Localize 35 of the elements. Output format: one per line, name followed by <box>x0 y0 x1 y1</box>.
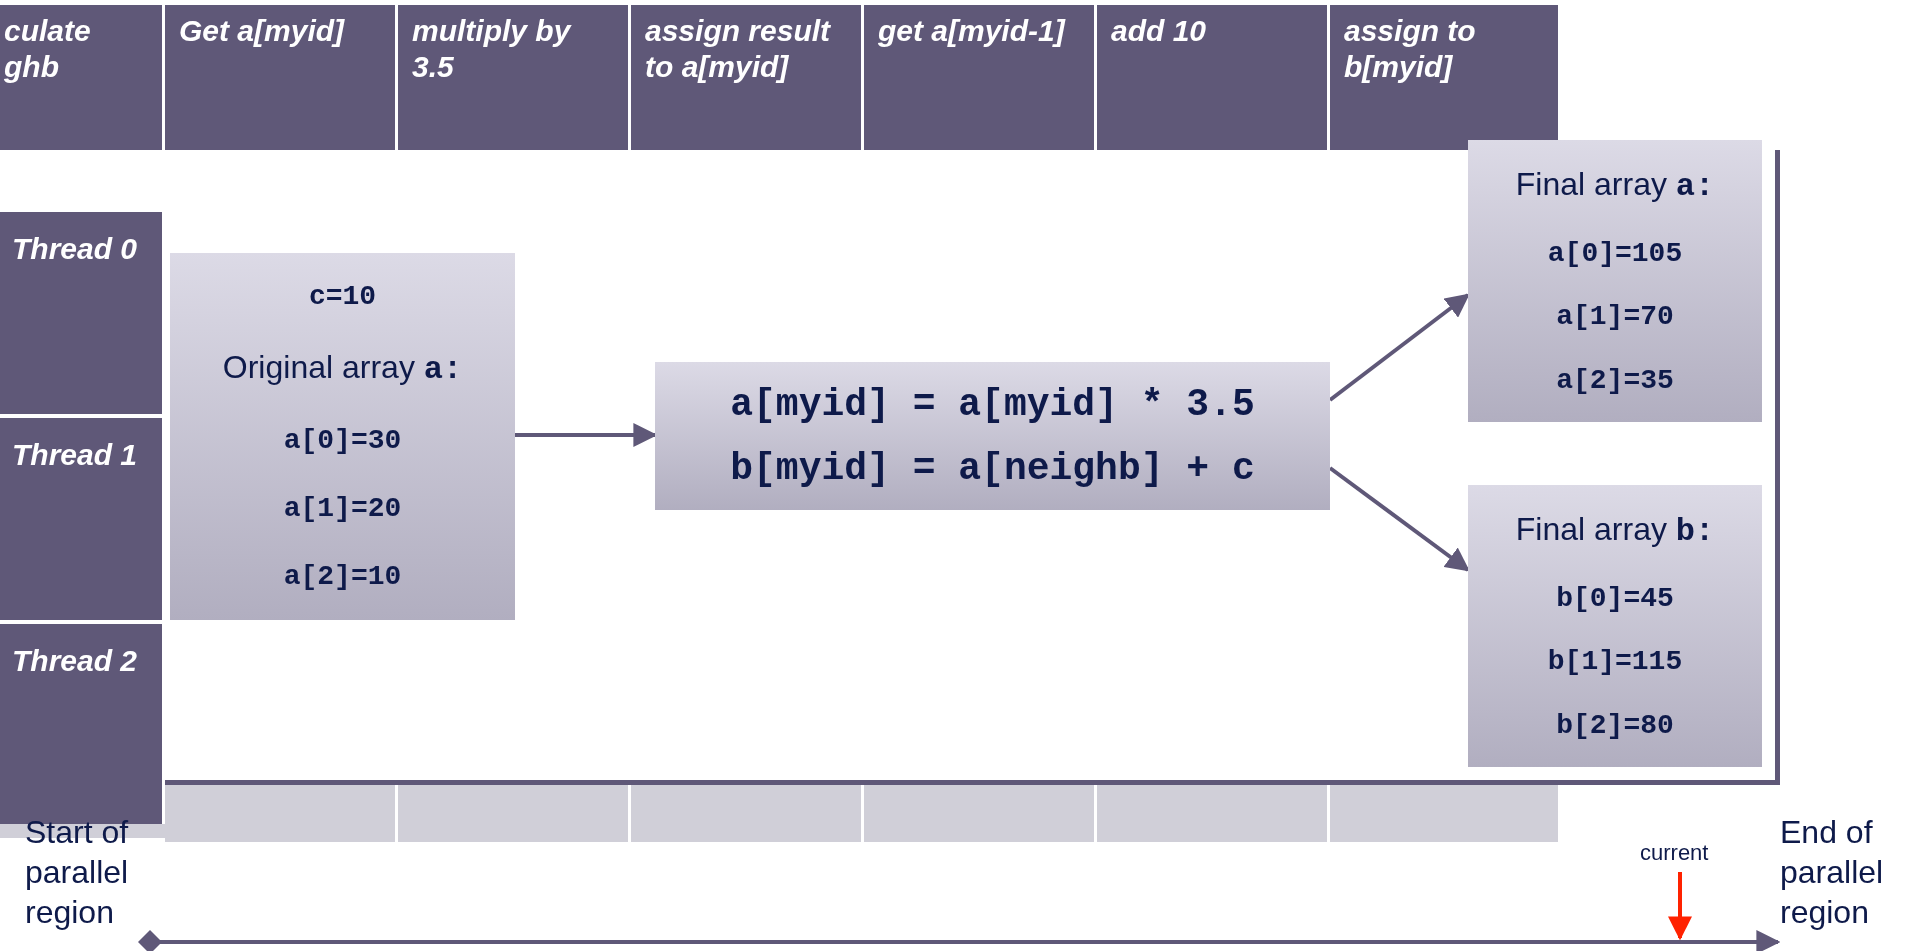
array-heading: Final array b: <box>1515 511 1715 551</box>
arrow <box>1668 872 1692 941</box>
value-box <box>1468 140 1762 422</box>
value-line: a[1]=20 <box>283 492 402 524</box>
arrow <box>1328 466 1470 572</box>
column-header: add 10 <box>1097 5 1327 150</box>
column-header: multiply by 3.5 <box>398 5 628 150</box>
column-header: get a[myid-1] <box>864 5 1094 150</box>
value-line: a[1]=70 <box>1556 301 1674 333</box>
code-line: b[myid] = a[neighb] + c <box>730 446 1255 490</box>
value-box <box>170 253 515 620</box>
code-line: a[myid] = a[myid] * 3.5 <box>730 382 1255 426</box>
column-header: assign to b[myid] <box>1330 5 1558 150</box>
value-line: b[1]=115 <box>1547 646 1683 678</box>
row-header: Thread 0 <box>0 212 162 414</box>
value-line: b[2]=80 <box>1556 709 1674 741</box>
value-line: c=10 <box>308 281 377 313</box>
column-header: culate ghb <box>0 5 162 150</box>
timeline-label: End of parallel region <box>1780 812 1910 942</box>
value-line: a[2]=35 <box>1556 364 1674 396</box>
value-line: b[0]=45 <box>1556 582 1674 614</box>
code-box <box>655 362 1330 510</box>
arrow <box>1328 293 1470 402</box>
value-line: a[2]=10 <box>283 560 402 592</box>
timeline-arrow <box>138 930 1781 951</box>
arrow <box>515 423 658 447</box>
row-header: Thread 1 <box>0 418 162 620</box>
value-box <box>1468 485 1762 767</box>
value-line: a[0]=105 <box>1547 237 1683 269</box>
value-line: a[0]=30 <box>283 425 402 456</box>
marker-label: current <box>1640 840 1730 870</box>
column-header: Get a[myid] <box>165 5 395 150</box>
array-heading: Final array a: <box>1515 166 1715 206</box>
array-heading: Original array a: <box>222 349 463 389</box>
column-header: assign result to a[myid] <box>631 5 861 150</box>
